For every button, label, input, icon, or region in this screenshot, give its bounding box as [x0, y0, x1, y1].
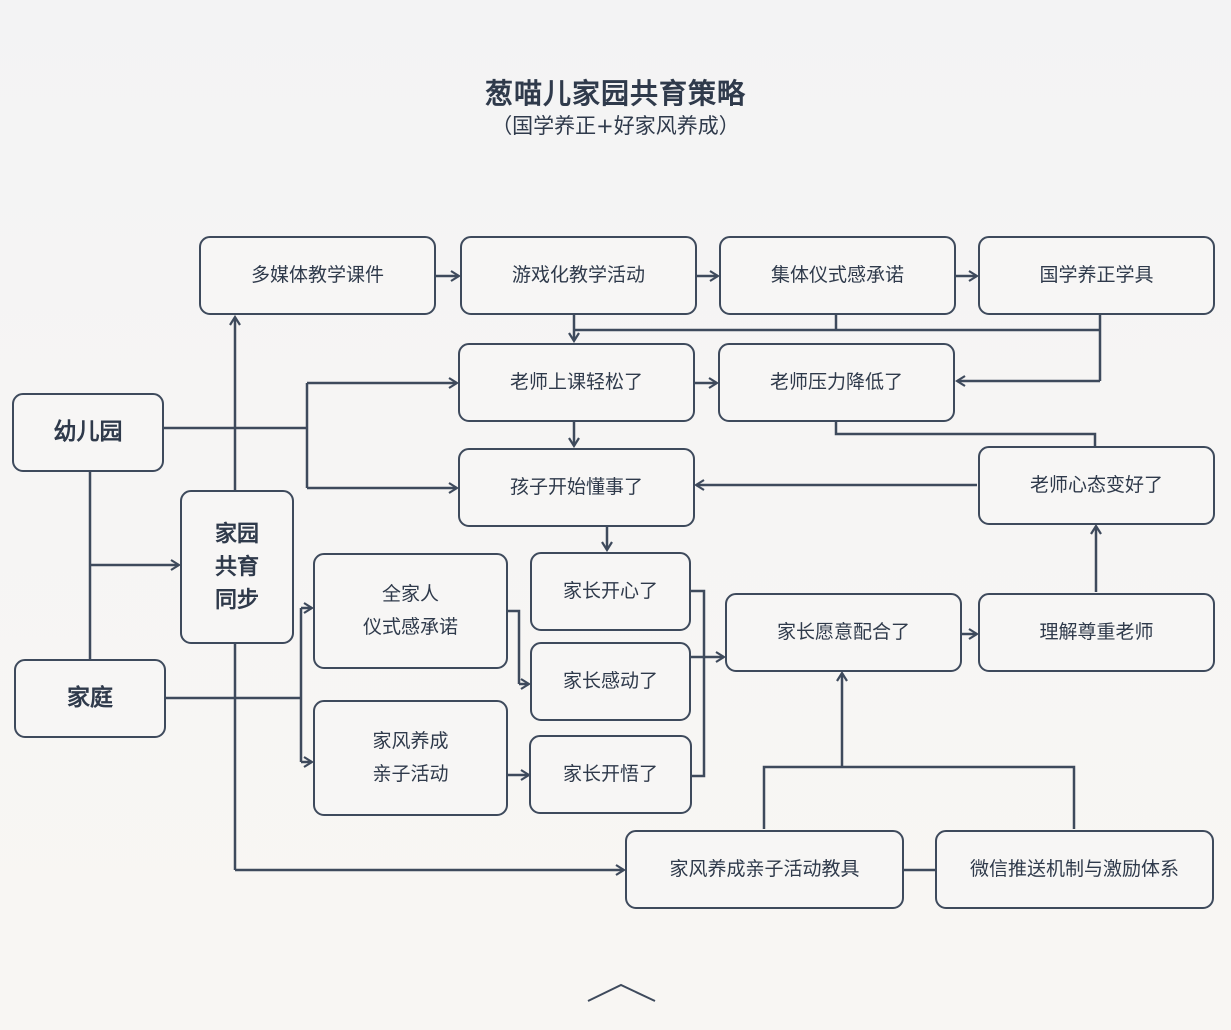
parent-moved-label: 家长感动了	[562, 669, 658, 692]
parent-moved-node: 家长感动了	[530, 642, 691, 721]
respect-teacher-label: 理解尊重老师	[1039, 620, 1154, 643]
home-sync-node: 家园 共育 同步	[180, 490, 294, 644]
family-style-line-2: 亲子活动	[372, 763, 449, 785]
game-teaching-label: 游戏化教学活动	[511, 263, 645, 286]
collective-ritual-node: 集体仪式感承诺	[719, 236, 956, 315]
parent-happy-node: 家长开心了	[530, 552, 691, 631]
collective-ritual-label: 集体仪式感承诺	[770, 263, 904, 286]
guoxue-tools-label: 国学养正学具	[1039, 263, 1154, 286]
page-title: 葱喵儿家园共育策略	[484, 77, 746, 110]
wechat-label: 微信推送机制与激励体系	[969, 857, 1179, 880]
chevron-up-icon[interactable]	[587, 983, 656, 1002]
parent-happy-label: 家长开心了	[562, 579, 658, 602]
home-sync-line-3: 同步	[214, 587, 259, 613]
home-sync-line-1: 家园	[214, 521, 259, 547]
family-ritual-line-1: 全家人	[381, 582, 439, 605]
parent-willing-node: 家长愿意配合了	[725, 593, 962, 672]
game-teaching-node: 游戏化教学活动	[460, 236, 697, 315]
family-tools-node: 家风养成亲子活动教具	[625, 830, 904, 909]
kindergarten-label: 幼儿园	[53, 419, 123, 446]
family-ritual-node: 全家人 仪式感承诺	[313, 553, 508, 669]
wechat-node: 微信推送机制与激励体系	[935, 830, 1214, 909]
guoxue-tools-node: 国学养正学具	[978, 236, 1215, 315]
teacher-pressure-label: 老师压力降低了	[769, 370, 903, 393]
multimedia-label: 多媒体教学课件	[250, 263, 384, 286]
family-tools-label: 家风养成亲子活动教具	[669, 857, 860, 880]
page-subtitle: （国学养正+好家风养成）	[491, 114, 740, 138]
family-ritual-line-2: 仪式感承诺	[362, 616, 458, 638]
multimedia-node: 多媒体教学课件	[199, 236, 436, 315]
kindergarten-node: 幼儿园	[12, 393, 164, 472]
parent-enlightened-node: 家长开悟了	[529, 735, 692, 814]
respect-teacher-node: 理解尊重老师	[978, 593, 1215, 672]
parent-willing-label: 家长愿意配合了	[776, 620, 910, 643]
family-node: 家庭	[14, 659, 166, 738]
child-sensible-label: 孩子开始懂事了	[509, 475, 643, 498]
teacher-easy-node: 老师上课轻松了	[458, 343, 695, 422]
teacher-easy-label: 老师上课轻松了	[509, 370, 643, 393]
family-style-line-1: 家风养成	[372, 729, 449, 752]
child-sensible-node: 孩子开始懂事了	[458, 448, 695, 527]
teacher-mood-node: 老师心态变好了	[978, 446, 1215, 525]
parent-enlightened-label: 家长开悟了	[562, 762, 658, 785]
teacher-mood-label: 老师心态变好了	[1029, 473, 1163, 496]
family-label: 家庭	[67, 685, 113, 712]
home-sync-line-2: 共育	[214, 554, 259, 580]
family-style-node: 家风养成 亲子活动	[313, 700, 508, 816]
teacher-pressure-node: 老师压力降低了	[718, 343, 955, 422]
